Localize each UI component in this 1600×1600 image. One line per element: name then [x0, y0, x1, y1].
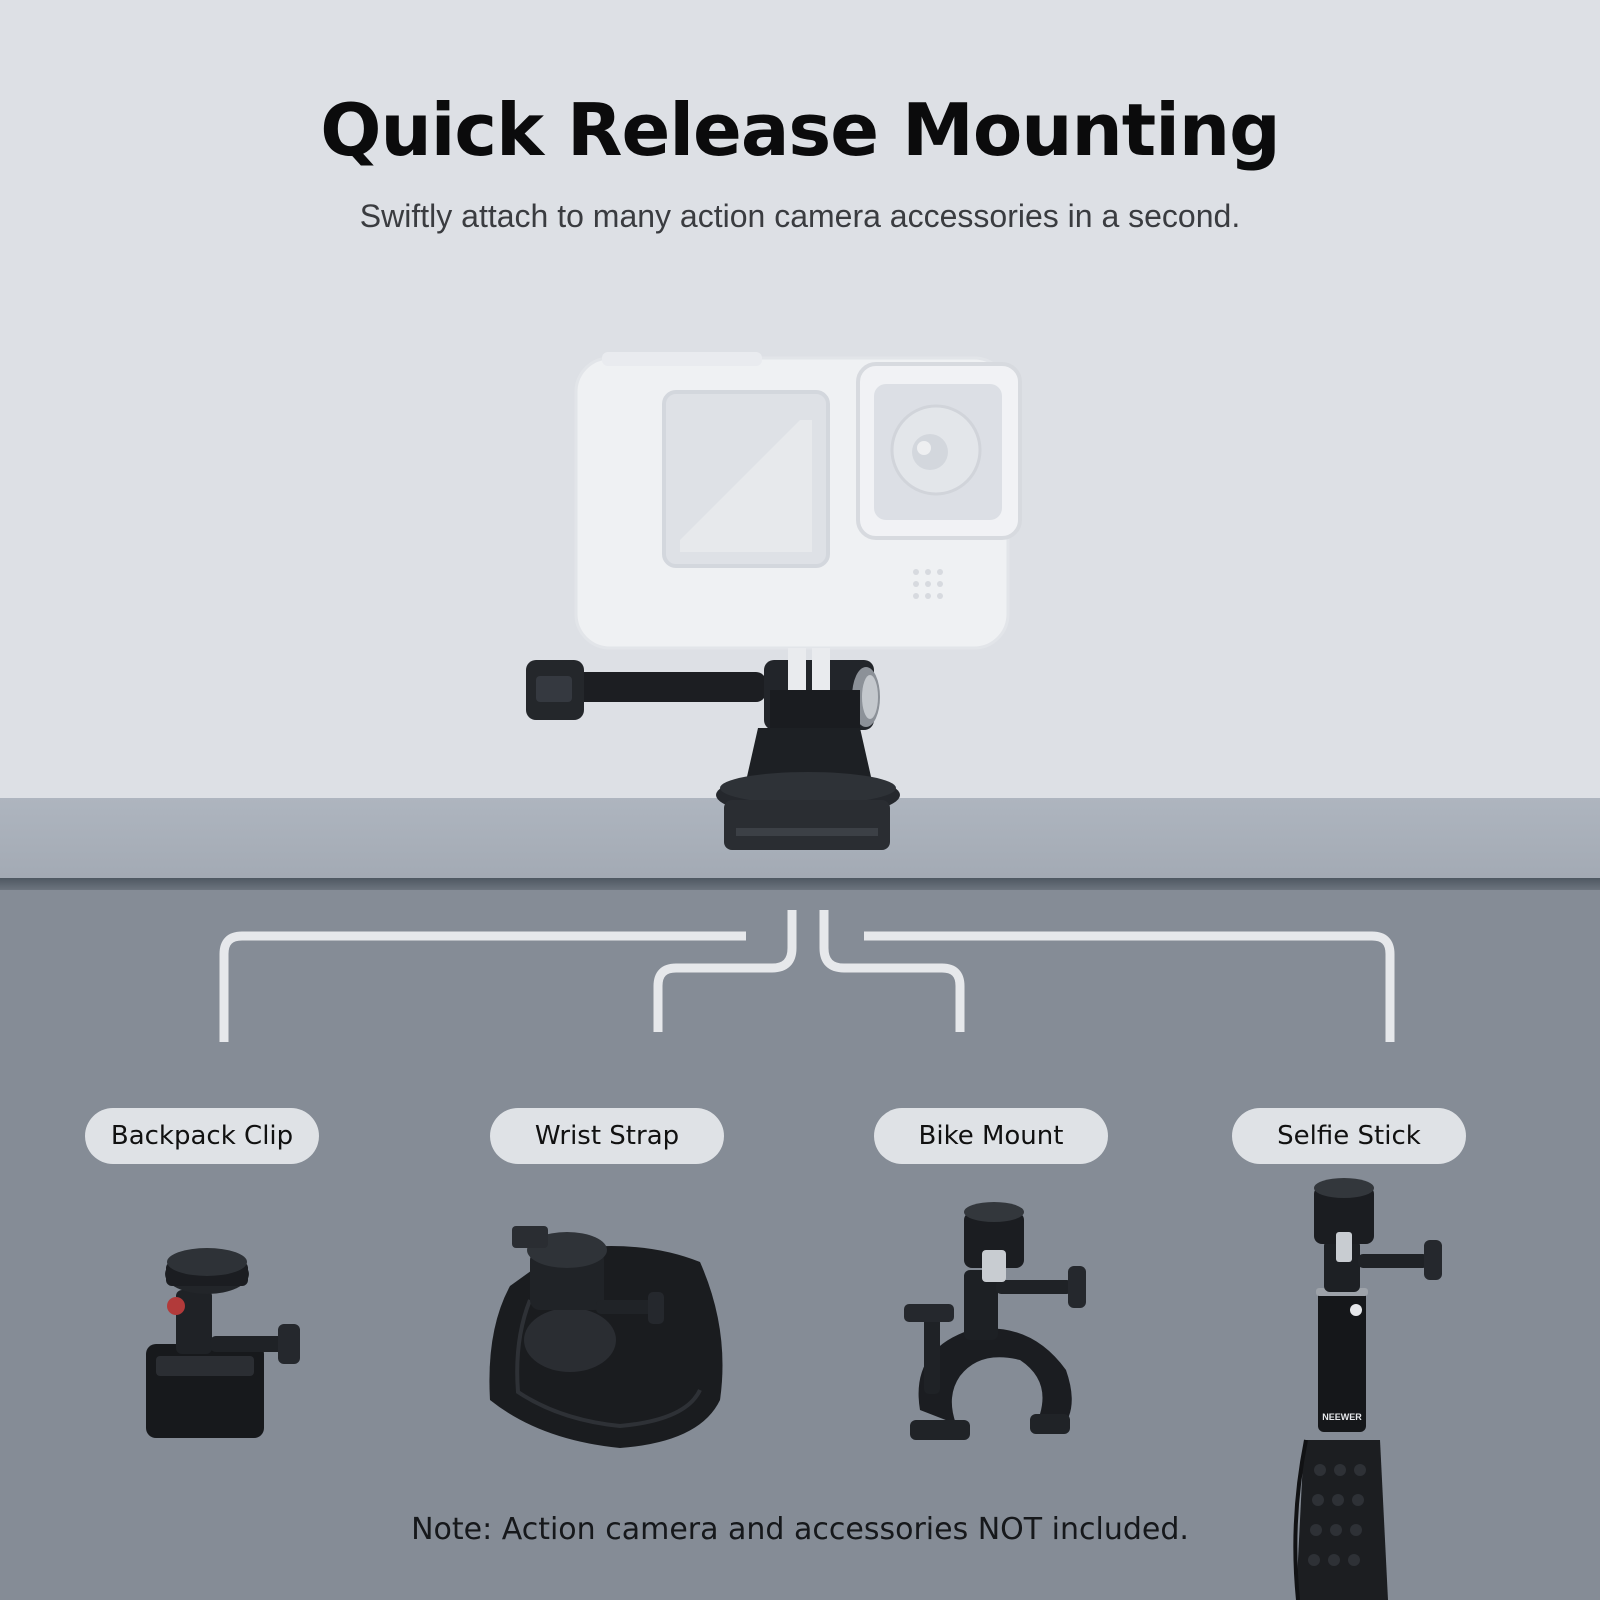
- line-to-wrist-strap: [653, 910, 797, 1032]
- quick-release-mount: [526, 648, 900, 850]
- label-selfie-stick: Selfie Stick: [1232, 1108, 1466, 1164]
- action-camera-ghost: [574, 352, 1022, 650]
- page-title: Quick Release Mounting: [320, 88, 1280, 172]
- selfie-stick-illustration: NEEWER: [1293, 1178, 1442, 1600]
- backpack-clip-illustration: [146, 1248, 300, 1438]
- label-wrist-strap: Wrist Strap: [490, 1108, 724, 1164]
- page-subtitle: Swiftly attach to many action camera acc…: [359, 198, 1241, 234]
- line-to-selfie-stick: [864, 931, 1395, 1042]
- line-to-bike-mount: [819, 910, 965, 1032]
- label-bike-mount: Bike Mount: [874, 1108, 1108, 1164]
- bike-mount-illustration: [904, 1202, 1086, 1440]
- line-to-backpack-clip: [219, 931, 746, 1042]
- wrist-strap-illustration: [489, 1226, 723, 1448]
- brand-logo-text: NEEWER: [1322, 1412, 1362, 1422]
- label-backpack-clip: Backpack Clip: [85, 1108, 319, 1164]
- shelf-edge: [0, 878, 1600, 890]
- disclaimer-note: Note: Action camera and accessories NOT …: [411, 1512, 1189, 1547]
